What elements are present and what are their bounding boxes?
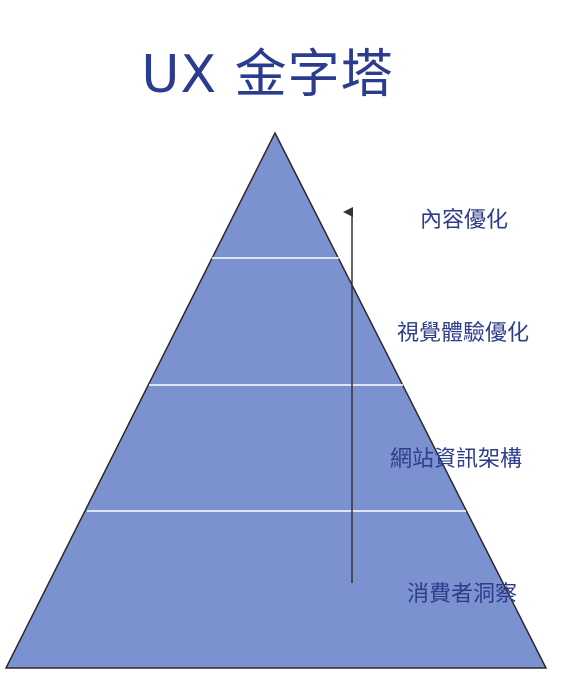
layer-label-information-architecture: 網站資訊架構 — [390, 447, 523, 472]
layer-label-visual-experience: 視覺體驗優化 — [397, 321, 530, 346]
layer-label-consumer-insight: 消費者洞察 — [407, 582, 518, 607]
diagram-title: UX 金字塔 — [141, 45, 394, 105]
layer-label-content-optimization: 內容優化 — [420, 208, 509, 233]
pyramid-shape — [4, 131, 548, 669]
